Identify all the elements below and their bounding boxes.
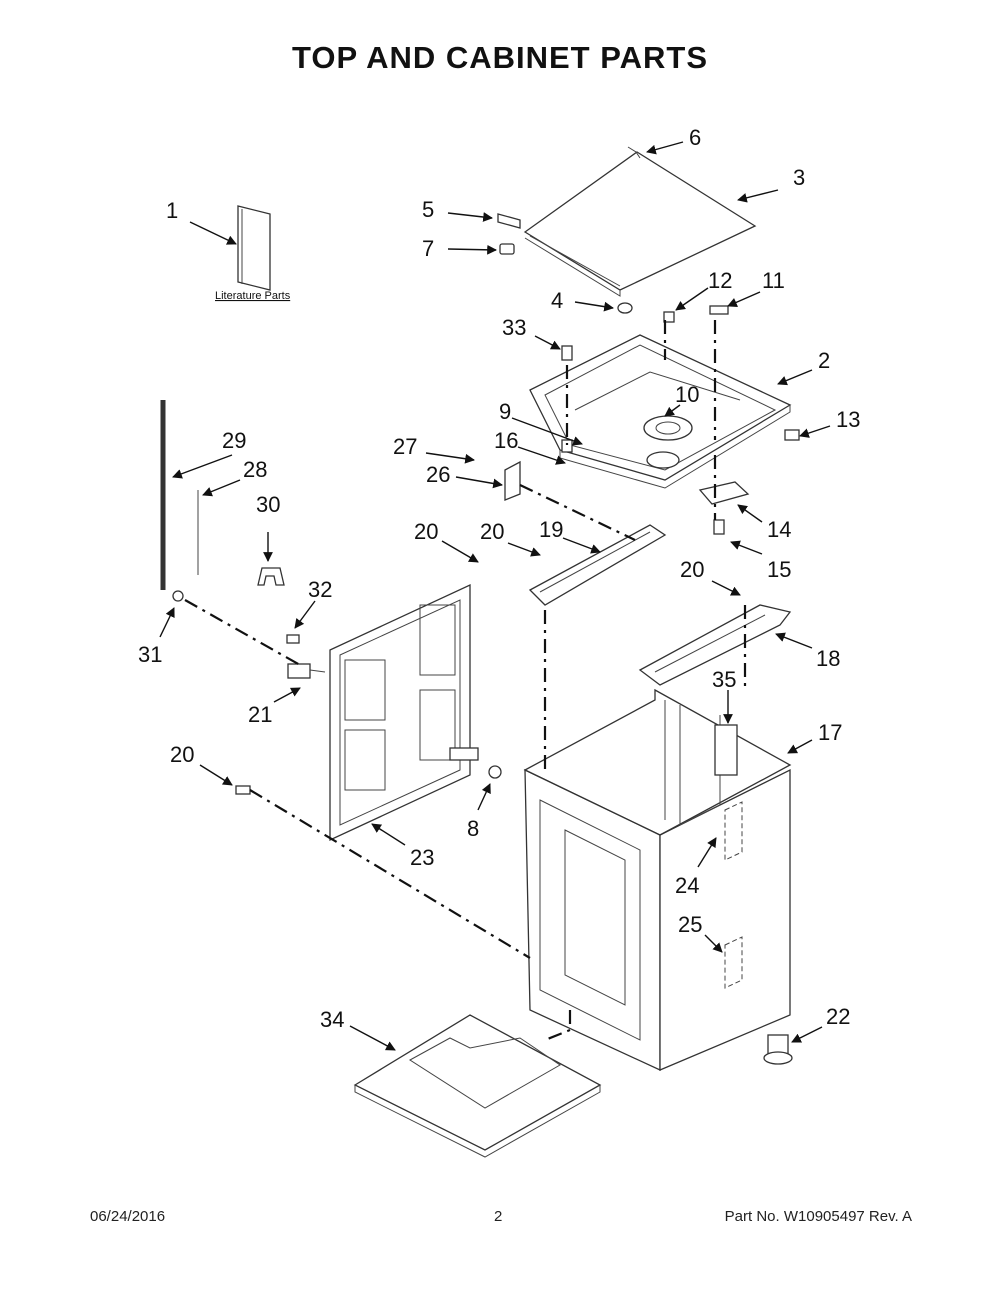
base-pan xyxy=(353,1014,602,1158)
footer-page-number: 2 xyxy=(494,1208,503,1225)
leveling-leg xyxy=(763,1034,793,1065)
callout-22: 22 xyxy=(826,1004,850,1029)
callout-1: 1 xyxy=(166,198,178,223)
footer-part-number: Part No. W10905497 Rev. A xyxy=(724,1208,912,1225)
callout-14: 14 xyxy=(767,517,791,542)
leader-arrows xyxy=(159,141,831,1051)
lid-bumper xyxy=(617,302,633,314)
bracket-26 xyxy=(504,460,521,501)
rear-brace xyxy=(638,604,792,686)
drain-hose-guide xyxy=(257,567,285,586)
callout-2: 2 xyxy=(818,348,830,373)
callout-24: 24 xyxy=(675,873,699,898)
callout-11: 11 xyxy=(762,268,785,293)
callout-33: 33 xyxy=(502,315,526,340)
callout-3: 3 xyxy=(793,165,805,190)
callout-20-middle: 20 xyxy=(480,519,504,544)
assembly-lines xyxy=(184,320,747,1042)
cabinet xyxy=(523,688,792,1072)
callout-6: 6 xyxy=(689,125,701,150)
callout-8: 8 xyxy=(467,816,479,841)
page-title: TOP AND CABINET PARTS xyxy=(292,40,708,75)
callout-25: 25 xyxy=(678,912,702,937)
callout-23: 23 xyxy=(410,845,434,870)
hinge-bracket xyxy=(497,213,521,229)
callout-12: 12 xyxy=(708,268,732,293)
callout-16: 16 xyxy=(494,428,518,453)
callout-19: 19 xyxy=(539,517,563,542)
callout-28: 28 xyxy=(243,457,267,482)
callout-7: 7 xyxy=(422,236,434,261)
footer-date: 06/24/2016 xyxy=(90,1208,166,1225)
front-brace xyxy=(528,524,667,606)
callout-9: 9 xyxy=(499,399,511,424)
lid-hinge-pin xyxy=(627,146,641,159)
callout-21: 21 xyxy=(248,702,272,727)
callout-35: 35 xyxy=(712,667,736,692)
callout-17: 17 xyxy=(818,720,842,745)
inlet-valve-fitting xyxy=(172,590,502,795)
callout-29: 29 xyxy=(222,428,246,453)
callout-18: 18 xyxy=(816,646,840,671)
small-fasteners-top xyxy=(561,305,800,535)
callout-13: 13 xyxy=(836,407,860,432)
hinge-screw xyxy=(499,243,515,255)
top-panel xyxy=(529,334,792,489)
callout-numbers: 1 2 3 4 5 6 7 8 9 10 11 12 13 14 15 16 1… xyxy=(138,125,860,1032)
callout-10: 10 xyxy=(675,382,699,407)
callout-30: 30 xyxy=(256,492,280,517)
literature-parts-label: Literature Parts xyxy=(215,290,291,302)
callout-32: 32 xyxy=(308,577,332,602)
callout-26: 26 xyxy=(426,462,450,487)
callout-20-right: 20 xyxy=(680,557,704,582)
callout-34: 34 xyxy=(320,1007,344,1032)
callout-31: 31 xyxy=(138,642,162,667)
callout-27: 27 xyxy=(393,434,417,459)
callout-20-lower: 20 xyxy=(170,742,194,767)
rear-panel xyxy=(329,583,471,842)
callout-20-left: 20 xyxy=(414,519,438,544)
lid xyxy=(523,151,757,297)
callout-4: 4 xyxy=(551,288,563,313)
callout-5: 5 xyxy=(422,197,434,222)
literature-parts-booklet: Literature Parts xyxy=(215,205,291,302)
callout-15: 15 xyxy=(767,557,791,582)
water-inlet-hose xyxy=(160,400,199,590)
